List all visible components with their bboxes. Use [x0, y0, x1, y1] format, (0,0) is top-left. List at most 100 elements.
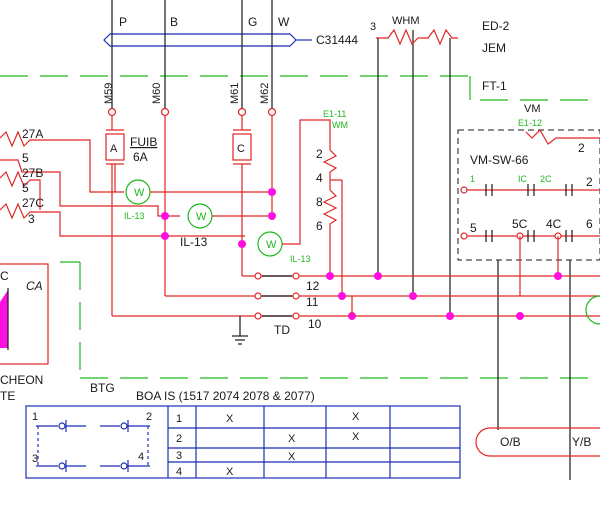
vm-contact-ic: IC [518, 174, 528, 184]
te-label: TE [0, 389, 15, 403]
junction-dots [161, 188, 562, 320]
wire-3: 3 [28, 212, 35, 226]
ob-yb-legend [475, 427, 600, 457]
wire-5b: 5 [22, 181, 29, 195]
sym-num-3: 3 [32, 453, 38, 465]
cable-label: C31444 [316, 33, 358, 47]
coil-wm-1 [322, 149, 338, 173]
wattmeter-label: W [266, 239, 277, 251]
wm-tap-6: 6 [316, 219, 323, 233]
wire-27c: 27C [22, 196, 44, 210]
ca-box [0, 263, 49, 365]
vm-num: 2 [578, 141, 585, 155]
wattmeter-label: W [196, 211, 207, 223]
switch-symbols [36, 420, 150, 472]
sym-num-1: 1 [32, 411, 38, 423]
ft-label: FT-1 [482, 79, 507, 93]
fuse-c [232, 133, 252, 161]
boa-table [25, 405, 461, 479]
vm-contact-1: 1 [470, 174, 475, 184]
wm-tap-4: 4 [316, 171, 323, 185]
jem-label: JEM [482, 41, 506, 55]
terminal [160, 107, 170, 117]
e1-11-sub: WM [332, 120, 348, 130]
coil-27a [0, 130, 124, 193]
table-title: BOA IS (1517 2074 2078 & 2077) [136, 389, 315, 403]
whm-coil [376, 28, 458, 46]
yb-label: Y/B [572, 435, 591, 449]
terminal [267, 107, 277, 117]
vm-contact-2: 2 [586, 175, 593, 189]
wm-tap-2: 2 [316, 147, 323, 161]
bus-label-b: B [170, 15, 178, 29]
vm-contact-2c: 2C [540, 174, 552, 184]
vm-contact-5c: 5C [512, 217, 528, 231]
whm-label: WHM [392, 15, 420, 27]
fuse-c-label: C [237, 143, 245, 155]
vm-contacts-top [464, 184, 600, 196]
ca-label: CA [26, 279, 43, 293]
btg-label: BTG [90, 381, 115, 395]
vm-contact-4c: 4C [546, 217, 562, 231]
ct-label-m59: M59 [103, 83, 115, 104]
table-row-4: 4 [176, 466, 182, 478]
bus-label-w: W [278, 15, 290, 29]
fuse-rating: 6A [133, 150, 148, 164]
ct-label-m60: M60 [151, 83, 163, 104]
ct-label-m61: M61 [229, 83, 241, 104]
table-mark: X [226, 466, 234, 478]
il13-label: IL-13 [180, 235, 208, 249]
bus-label-g: G [248, 15, 257, 29]
table-row-2: 2 [176, 433, 182, 445]
fuse-a [105, 133, 125, 161]
vm-switch-label: VM-SW-66 [470, 153, 529, 167]
coil-wm-2 [322, 189, 338, 225]
cheon-label: CHEON [0, 373, 43, 387]
sym-num-2: 2 [146, 411, 152, 423]
table-mark: X [352, 431, 360, 443]
bus-cable [103, 33, 297, 47]
wattmeter-label: W [134, 187, 145, 199]
table-mark: X [352, 411, 360, 423]
vm-label: VM [524, 103, 541, 115]
wm-tap-8: 8 [316, 195, 323, 209]
fuse-a-label: A [110, 143, 118, 155]
vm-contacts-bottom [464, 230, 600, 242]
vm-switch-box [457, 129, 600, 261]
wire-27b: 27B [22, 166, 43, 180]
table-mark: X [226, 413, 234, 425]
sym-num-4: 4 [138, 451, 144, 463]
vm-contact-5: 5 [470, 221, 477, 235]
table-mark: X [288, 451, 296, 463]
wire-27a: 27A [22, 127, 43, 141]
table-row-3: 3 [176, 450, 182, 462]
vm-tag: E1-12 [518, 118, 542, 128]
ed-label: ED-2 [482, 19, 510, 33]
td-term-11: 11 [306, 295, 319, 309]
td-block [232, 272, 300, 345]
meter-partial [585, 295, 600, 325]
ca-pointer [0, 290, 8, 348]
td-term-10: 10 [308, 317, 322, 331]
terminal [460, 186, 468, 194]
terminal [460, 232, 468, 240]
fuse-label: FUIB [130, 135, 157, 149]
il13-label: IL-13 [290, 254, 311, 264]
vm-coil [525, 129, 600, 145]
table-row-1: 1 [176, 413, 182, 425]
whm-number: 3 [370, 21, 376, 33]
terminal [237, 107, 247, 117]
e1-11-tag: E1-11 [323, 109, 346, 119]
coil-27b [0, 170, 41, 210]
td-label: TD [274, 323, 290, 337]
vm-contact-6: 6 [586, 217, 593, 231]
ob-label: O/B [500, 435, 521, 449]
bus-label-p: P [119, 15, 127, 29]
ct-label-m62: M62 [259, 83, 271, 104]
wire-5-path [0, 159, 180, 217]
wire [282, 119, 331, 245]
ca-fragment: C [0, 269, 9, 283]
il13-label: IL-13 [124, 211, 145, 221]
